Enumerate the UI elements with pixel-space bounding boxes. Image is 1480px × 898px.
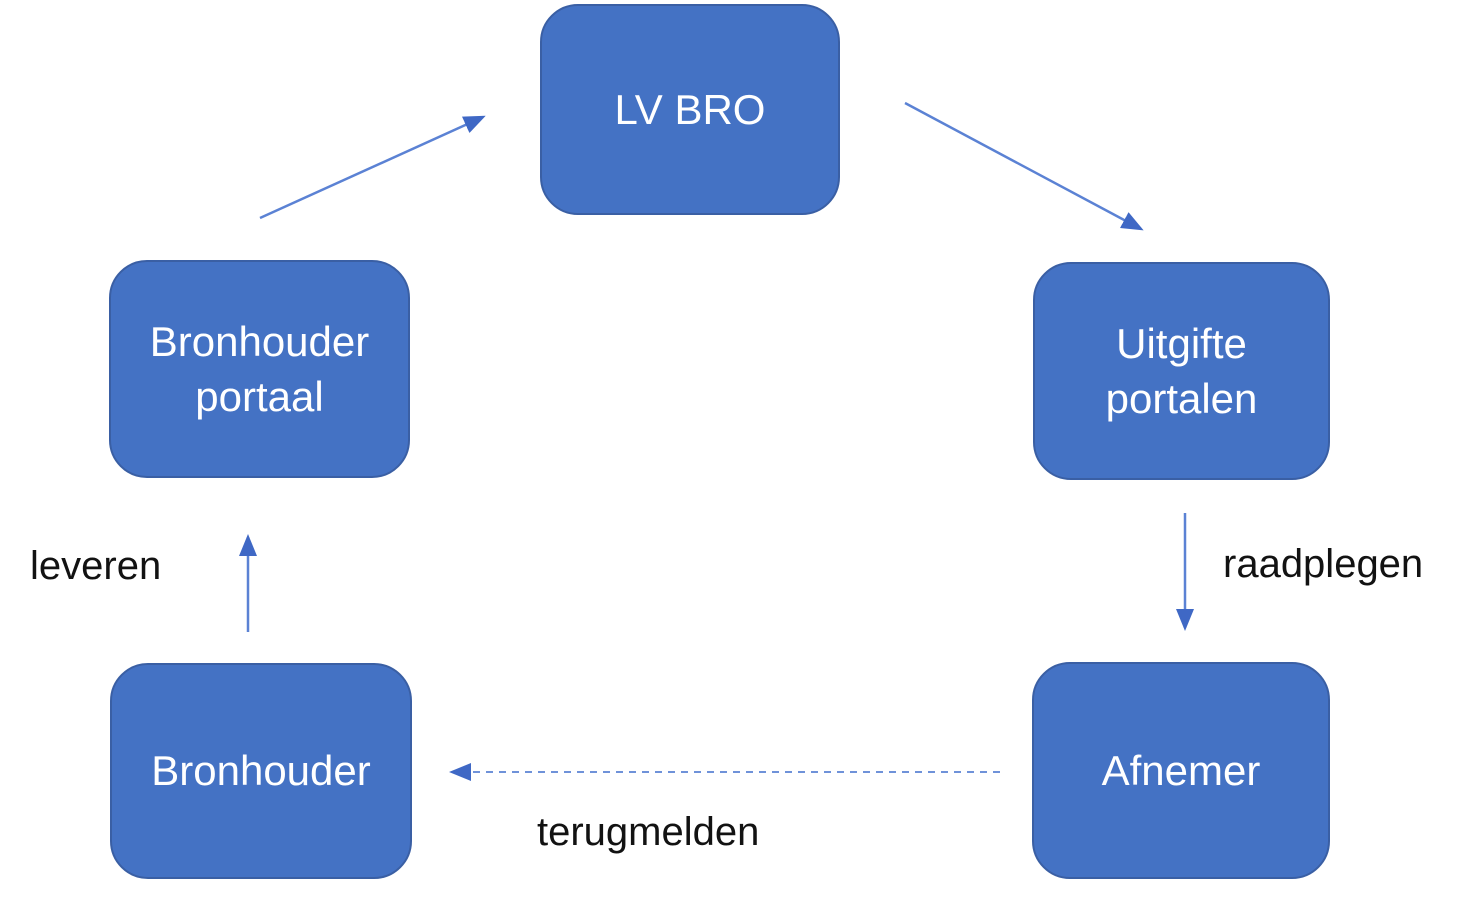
edge-label-leveren: leveren <box>30 544 162 588</box>
node-lv-bro: LV BRO <box>540 4 840 215</box>
arrow-lvbro-to-uitgifte <box>904 101 1144 231</box>
node-bronhouder-portaal: Bronhouder portaal <box>109 260 410 478</box>
node-bronhouder: Bronhouder <box>110 663 412 879</box>
edge-label-terugmelden: terugmelden <box>537 810 760 854</box>
arrow-portaal-to-lvbro <box>259 115 486 220</box>
node-uitgifte-portalen-label: Uitgifte portalen <box>1105 319 1258 422</box>
node-bronhouder-portaal-label: Bronhouder portaal <box>149 317 370 420</box>
node-bronhouder-label: Bronhouder <box>151 747 371 795</box>
node-afnemer-label: Afnemer <box>1101 746 1261 794</box>
node-afnemer: Afnemer <box>1032 662 1330 879</box>
node-lv-bro-label: LV BRO <box>614 85 766 133</box>
edge-label-raadplegen: raadplegen <box>1223 542 1424 586</box>
node-uitgifte-portalen: Uitgifte portalen <box>1033 262 1330 480</box>
